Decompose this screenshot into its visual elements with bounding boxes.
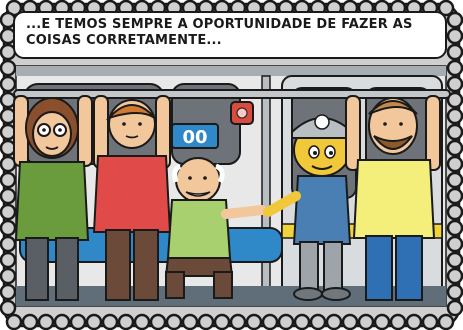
frame-scallop (389, 313, 407, 330)
frame-scallop (373, 313, 391, 330)
frame-scallop (261, 313, 279, 330)
frame-scallop (446, 27, 463, 45)
frame-scallop (0, 251, 17, 269)
frame-scallop (446, 299, 463, 317)
frame-scallop (37, 313, 55, 330)
man-red-shirt (92, 95, 172, 301)
frame-scallop (0, 59, 17, 77)
frame-scallop (446, 43, 463, 61)
caption-text: ...E TEMOS SEMPRE A OPORTUNIDADE DE FAZE… (26, 17, 413, 49)
frame-scallop (0, 43, 17, 61)
frame-scallop (357, 313, 375, 330)
frame-scallop (0, 123, 17, 141)
frame-scallop (101, 313, 119, 330)
frame-scallop (165, 313, 183, 330)
frame-scallop (446, 107, 463, 125)
frame-scallop (446, 235, 463, 253)
frame-scallop (446, 267, 463, 285)
frame-scallop (133, 313, 151, 330)
frame-scallop (0, 27, 17, 45)
frame-scallop (0, 91, 17, 109)
overhead-handrail (13, 89, 451, 99)
frame-scallop (0, 155, 17, 173)
frame-scallop (446, 91, 463, 109)
frame-scallop (181, 313, 199, 330)
frame-scallop (446, 139, 463, 157)
frame-scallop (293, 313, 311, 330)
frame-scallop (0, 187, 17, 205)
frame-scallop (446, 11, 463, 29)
frame-scallop (117, 313, 135, 330)
frame-scallop (245, 313, 263, 330)
frame-scallop (85, 313, 103, 330)
frame-scallop (69, 313, 87, 330)
frame-scallop (0, 171, 17, 189)
door-sign (171, 123, 219, 149)
frame-scallop (21, 313, 39, 330)
frame-scallop (446, 75, 463, 93)
frame-scallop (446, 283, 463, 301)
frame-scallop (446, 251, 463, 269)
frame-scallop (0, 139, 17, 157)
frame-scallop (446, 203, 463, 221)
frame-scallop (0, 283, 17, 301)
frame-scallop (149, 313, 167, 330)
frame-scallop (0, 107, 17, 125)
frame-scallop (197, 313, 215, 330)
frame-scallop (341, 313, 359, 330)
frame-scallop (0, 235, 17, 253)
vertical-pole-left (261, 75, 271, 305)
frame-scallop (446, 187, 463, 205)
frame-scallop (405, 313, 423, 330)
frame-scallop (446, 123, 463, 141)
frame-scallop (0, 203, 17, 221)
frame-scallop (437, 0, 455, 17)
caption-box (13, 11, 447, 59)
frame-scallop (0, 299, 17, 317)
frame-scallop (446, 155, 463, 173)
frame-scallop (446, 59, 463, 77)
frame-scallop (446, 171, 463, 189)
frame-scallop (0, 11, 17, 29)
frame-scallop (277, 313, 295, 330)
caption-line-1: ...E TEMOS SEMPRE A OPORTUNIDADE DE FAZE… (26, 17, 413, 32)
frame-scallop (421, 313, 439, 330)
woman-with-glasses (13, 95, 93, 301)
frame-scallop (53, 313, 71, 330)
frame-scallop (446, 219, 463, 237)
seated-old-man (164, 157, 267, 299)
frame-scallop (0, 75, 17, 93)
door-sign-text: 00 (182, 127, 207, 148)
caption-line-2: COISAS CORRETAMENTE... (26, 33, 222, 48)
bearded-man (345, 95, 441, 301)
frame-scallop (325, 313, 343, 330)
frame-scallop (0, 219, 17, 237)
frame-scallop (309, 313, 327, 330)
frame-scallop (437, 313, 455, 330)
frame-scallop (5, 313, 23, 330)
frame-scallop (0, 267, 17, 285)
frame-scallop (213, 313, 231, 330)
frame-scallop (229, 313, 247, 330)
